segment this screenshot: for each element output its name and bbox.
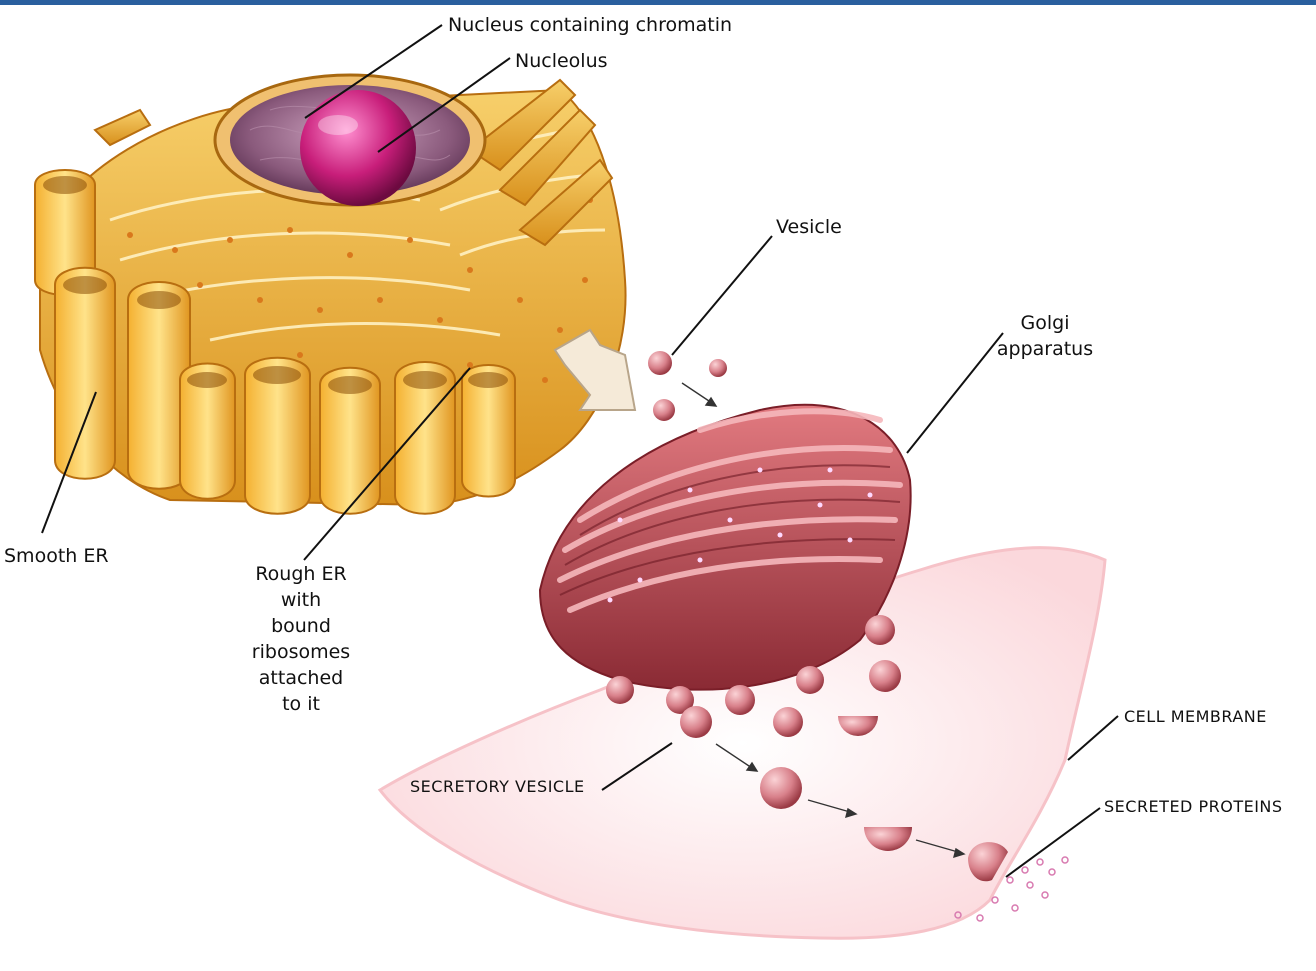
label-rough-er-line: with [280, 589, 322, 611]
incoming-vesicles [648, 351, 727, 421]
label-golgi: Golgi apparatus [990, 310, 1100, 362]
label-secreted-proteins: SECRETED PROTEINS [1104, 797, 1283, 816]
label-nucleus: Nucleus containing chromatin [448, 14, 733, 36]
label-golgi-line1: Golgi [1020, 312, 1070, 334]
process-arrow [553, 328, 637, 411]
label-rough-er-line: Rough ER [255, 563, 347, 585]
secretory-vesicles [680, 706, 1008, 882]
label-rough-er-line: to it [282, 693, 320, 715]
label-nucleolus: Nucleolus [515, 50, 608, 72]
label-rough-er-line: attached [258, 667, 344, 689]
label-smooth-er: Smooth ER [4, 545, 109, 567]
label-cell-membrane: CELL MEMBRANE [1124, 707, 1267, 726]
leader-lines [41, 24, 1119, 878]
golgi-buds [606, 615, 901, 715]
label-secretory-vesicle: SECRETORY VESICLE [410, 777, 585, 796]
header-bar [0, 0, 1316, 5]
label-rough-er-line: ribosomes [251, 641, 351, 663]
flow-arrows [681, 382, 966, 859]
label-rough-er-line: bound [271, 615, 331, 637]
label-golgi-line2: apparatus [996, 338, 1094, 360]
secreted-proteins [954, 856, 1069, 922]
endoplasmic-reticulum [34, 78, 627, 515]
nucleolus [300, 90, 416, 206]
label-rough-er: Rough ER with bound ribosomes attached t… [235, 561, 367, 717]
golgi-apparatus [538, 403, 912, 691]
label-vesicle: Vesicle [776, 216, 842, 238]
